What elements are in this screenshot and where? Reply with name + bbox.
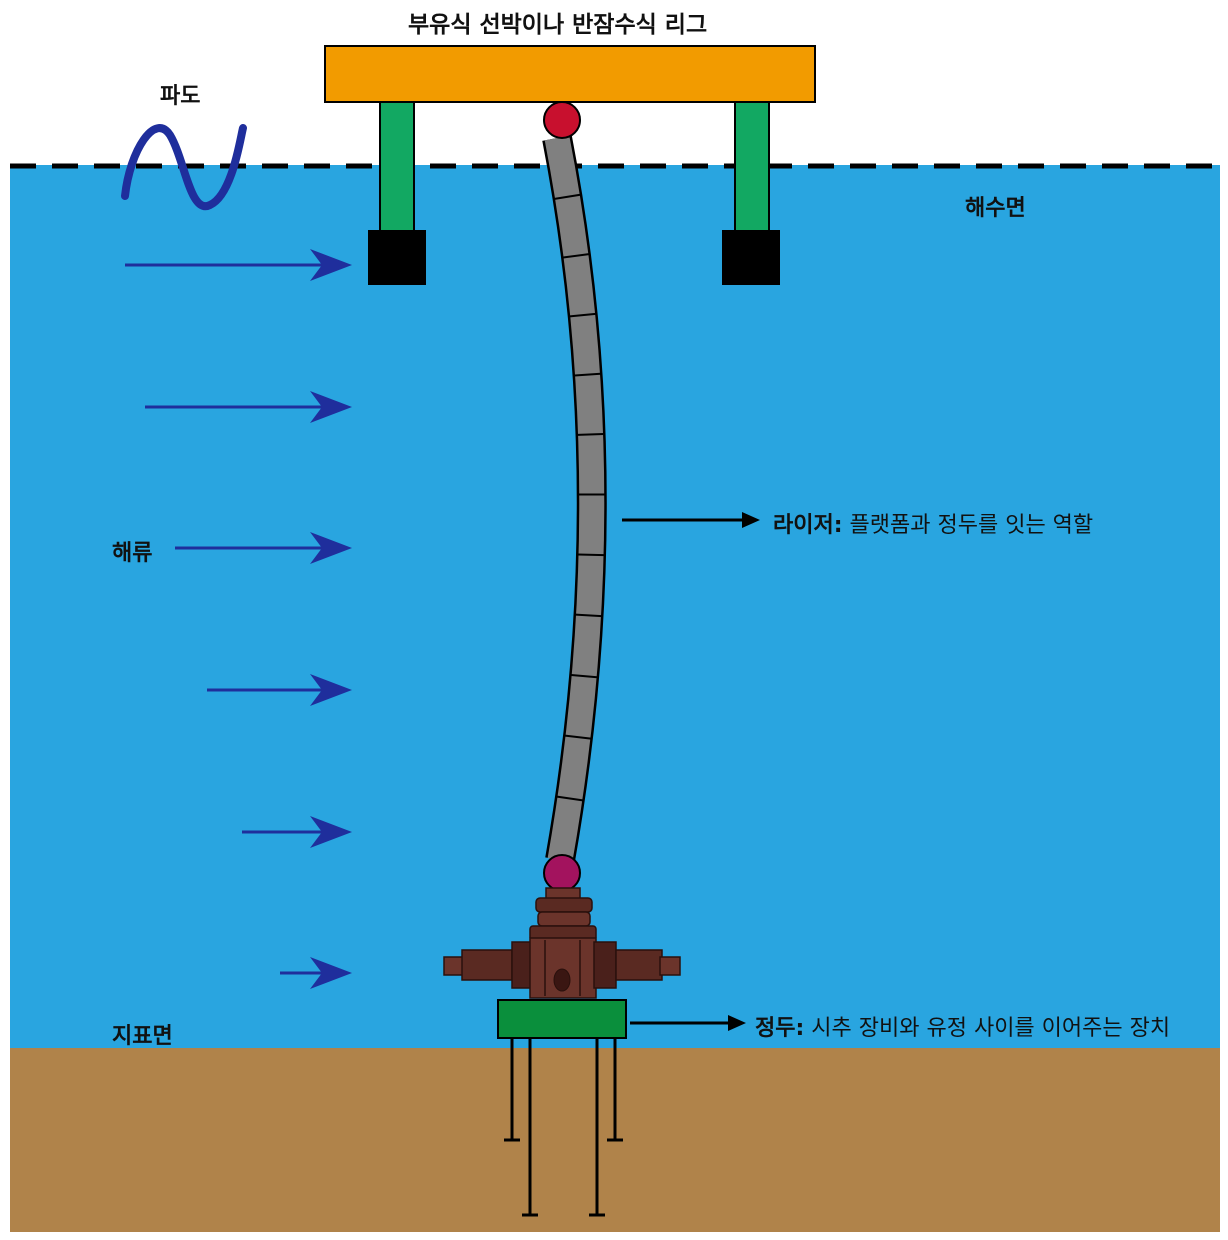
riser-joint-line — [574, 372, 601, 377]
current-arrow-icon — [145, 391, 352, 423]
bop-stack — [443, 887, 681, 999]
riser-joint-line — [575, 613, 602, 618]
platform-leg-left — [379, 99, 415, 233]
riser-description: 플랫폼과 정두를 잇는 역할 — [842, 513, 1094, 538]
diagram-title: 부유식 선박이나 반잠수식 리그 — [408, 12, 708, 38]
riser-joint-line — [564, 734, 592, 740]
pontoon-left — [368, 230, 426, 285]
riser-joint-line — [562, 253, 589, 259]
riser-joint-line — [556, 795, 583, 802]
sea-surface-label: 해수면 — [965, 196, 1026, 221]
riser-joint-line — [571, 674, 598, 679]
pontoon-right — [722, 230, 780, 285]
sea-water — [10, 165, 1220, 1050]
current-label: 해류 — [112, 541, 153, 566]
current-arrows — [125, 249, 352, 989]
current-arrow-icon — [207, 674, 352, 706]
riser-separator: : — [833, 513, 843, 538]
current-arrow-icon — [280, 957, 352, 989]
riser — [542, 135, 607, 863]
wellhead-separator: : — [795, 1016, 805, 1041]
upper-flex-joint — [543, 101, 581, 139]
wellhead-description: 시추 장비와 유정 사이를 이어주는 장치 — [804, 1016, 1171, 1041]
riser-pointer-arrow — [622, 512, 760, 528]
riser-joint-line — [554, 193, 581, 200]
platform-deck — [324, 45, 816, 103]
riser-joint-line — [569, 312, 596, 318]
seabed-label: 지표면 — [112, 1024, 173, 1049]
current-arrow-icon — [175, 532, 352, 564]
current-arrow-icon — [242, 816, 352, 848]
wellhead-label: 정두: 시추 장비와 유정 사이를 이어주는 장치 — [755, 1010, 1170, 1042]
foundation-piles — [504, 1038, 623, 1217]
riser-joint-line — [577, 433, 604, 436]
wellhead-pointer-arrow — [630, 1015, 746, 1031]
riser-joint-line — [578, 553, 605, 557]
current-arrow-icon — [125, 249, 352, 281]
riser-label: 라이저: 플랫폼과 정두를 잇는 역할 — [773, 507, 1093, 539]
lower-flex-joint — [543, 854, 581, 892]
wave-icon — [121, 124, 247, 211]
wellhead-base — [497, 999, 627, 1039]
platform-leg-right — [734, 99, 770, 233]
wellhead-name: 정두 — [755, 1016, 796, 1041]
wave-label: 파도 — [160, 84, 201, 109]
riser-name: 라이저 — [773, 513, 834, 538]
